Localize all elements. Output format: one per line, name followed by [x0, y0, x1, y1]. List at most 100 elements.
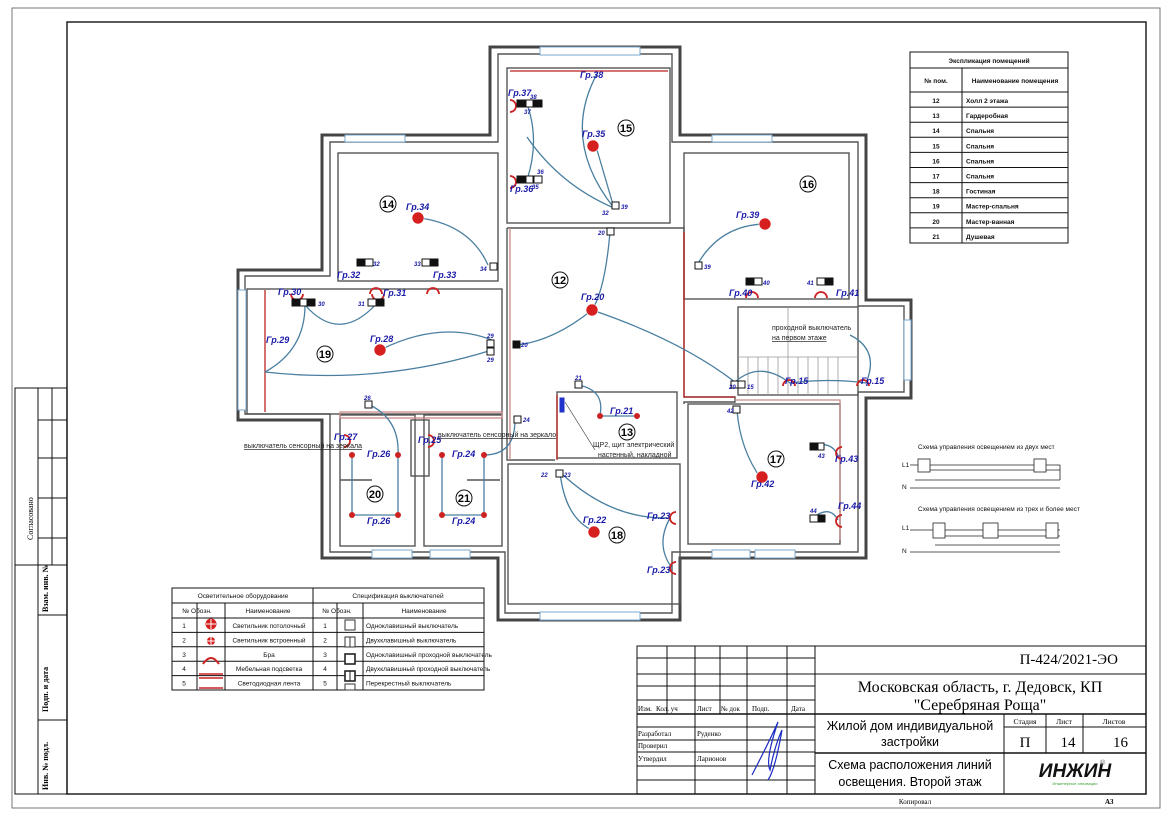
rooms-table: Экспликация помещений № пом. Наименовани…: [909, 51, 1069, 244]
company-logo: ИНЖИН Инженерные инновации ®: [1039, 759, 1113, 786]
format-label: А3: [1105, 798, 1114, 806]
svg-text:Гр.15: Гр.15: [785, 376, 809, 386]
svg-text:Схема управления освещением из: Схема управления освещением из трех и бо…: [918, 505, 1080, 513]
svg-text:Наименование: Наименование: [245, 608, 290, 615]
cable-lines: [264, 71, 871, 569]
rooms-table-row: 17 Спальня: [910, 167, 1068, 181]
room-name: Спальня: [966, 158, 994, 165]
svg-text:проходной выключатель: проходной выключатель: [772, 324, 852, 332]
signature: [751, 721, 783, 781]
svg-text:17: 17: [770, 454, 782, 466]
room-name: Спальня: [966, 174, 994, 181]
svg-text:33: 33: [414, 262, 421, 268]
svg-text:2: 2: [323, 637, 327, 644]
svg-text:Гр.41: Гр.41: [836, 288, 859, 298]
stamp-sign-date: Подп. и дата: [41, 667, 50, 712]
svg-text:Разработал: Разработал: [638, 730, 672, 738]
svg-text:Изм.: Изм.: [638, 705, 652, 713]
svg-text:Гр.33: Гр.33: [433, 270, 456, 280]
svg-text:38: 38: [530, 95, 537, 101]
room-18: 18: [608, 526, 626, 544]
svg-text:43: 43: [817, 454, 825, 460]
switches: [291, 99, 834, 523]
svg-text:42: 42: [726, 409, 734, 415]
svg-text:Гр.30: Гр.30: [278, 287, 301, 297]
svg-text:№ Обозн.: № Обозн.: [322, 607, 352, 615]
svg-text:Ларионов: Ларионов: [697, 755, 727, 763]
svg-text:Стадия: Стадия: [1014, 717, 1037, 726]
svg-text:Светильник потолочный: Светильник потолочный: [232, 622, 305, 630]
room-name: Гостиная: [966, 189, 996, 196]
fixture-room17: [755, 470, 769, 484]
fixture-room18: [587, 525, 601, 539]
room-num: 12: [932, 98, 940, 105]
svg-text:Одноклавишный выключатель: Одноклавишный выключатель: [366, 622, 459, 630]
svg-text:Гр.35: Гр.35: [582, 129, 606, 139]
svg-text:Гр.26: Гр.26: [367, 516, 391, 526]
svg-text:20: 20: [520, 343, 528, 349]
svg-text:Наименование: Наименование: [401, 608, 446, 615]
doc-code: П-424/2021-ЭО: [1020, 652, 1119, 668]
svg-text:ЩР2, щит электрический: ЩР2, щит электрический: [593, 441, 674, 449]
svg-text:21: 21: [574, 376, 582, 382]
stage-value: П: [1020, 735, 1031, 751]
svg-text:12: 12: [554, 275, 566, 287]
switch-cross-icon: [344, 683, 356, 691]
svg-text:Утвердил: Утвердил: [638, 755, 667, 763]
svg-text:Лист: Лист: [1056, 717, 1072, 726]
svg-text:20: 20: [728, 385, 736, 391]
furniture-light-icon: [199, 673, 223, 679]
svg-text:Гр.26: Гр.26: [367, 449, 391, 459]
svg-text:40: 40: [762, 281, 770, 287]
wall-sconces: [290, 99, 870, 575]
svg-text:22: 22: [540, 473, 548, 479]
object-line2: застройки: [881, 735, 939, 749]
svg-text:29: 29: [486, 334, 494, 340]
room-num: 21: [932, 234, 940, 241]
svg-text:39: 39: [621, 205, 628, 211]
svg-text:26: 26: [363, 396, 371, 402]
copied-label: Копировал: [899, 798, 932, 806]
svg-text:15: 15: [620, 123, 632, 135]
svg-text:№ Обозн.: № Обозн.: [182, 607, 212, 615]
svg-text:13: 13: [621, 427, 633, 439]
stamp-inv-orig: Инв. № подл.: [41, 742, 50, 790]
svg-text:15: 15: [747, 385, 754, 391]
svg-text:Гр.15: Гр.15: [861, 376, 885, 386]
svg-text:20: 20: [369, 489, 381, 501]
svg-text:Гр.44: Гр.44: [838, 501, 861, 511]
ceiling-fixtures: [373, 139, 772, 539]
switch-1key-icon: [344, 619, 356, 631]
room-num: 14: [932, 128, 940, 135]
room-16: 16: [799, 175, 817, 193]
svg-text:N: N: [902, 548, 907, 555]
svg-text:Гр.31: Гр.31: [383, 288, 406, 298]
room-12: 12: [551, 271, 569, 289]
location-line1: Московская область, г. Дедовск, КП: [858, 679, 1103, 696]
svg-text:39: 39: [704, 265, 711, 271]
svg-text:2: 2: [182, 637, 186, 644]
room-name: Мастер-ванная: [966, 219, 1015, 226]
svg-text:Наименование помещения: Наименование помещения: [972, 78, 1059, 85]
room-num: 17: [932, 174, 940, 181]
svg-text:29: 29: [486, 358, 494, 364]
sheet-title-line2: освещения. Второй этаж: [838, 775, 982, 789]
sheet-outer-border: [11, 7, 1161, 809]
svg-text:4: 4: [323, 666, 327, 673]
svg-text:Гр.20: Гр.20: [581, 292, 604, 302]
svg-text:Двухклавишный проходной выключ: Двухклавишный проходной выключатель: [366, 665, 491, 673]
fixture-room16: [758, 217, 772, 231]
svg-text:Гр.40: Гр.40: [729, 288, 752, 298]
switch-2key-passthrough-icon: [344, 670, 356, 682]
stamp-agreed: Согласовано: [26, 497, 35, 540]
sheet-number: 14: [1061, 735, 1077, 751]
